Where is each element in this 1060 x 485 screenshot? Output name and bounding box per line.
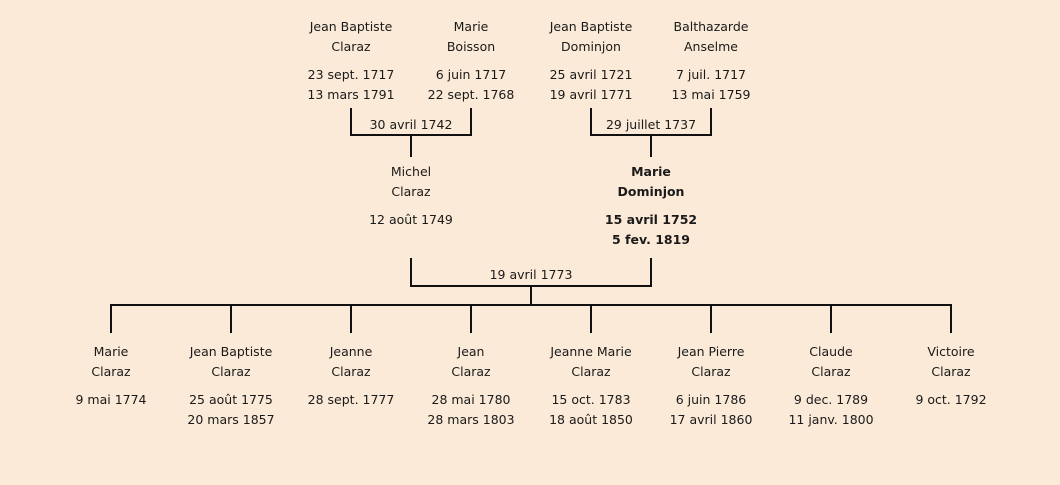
children-bar xyxy=(110,304,952,306)
birth-date: 28 sept. 1777 xyxy=(307,392,395,407)
last-name: Dominjon xyxy=(617,184,685,199)
first-name: Jean Baptiste xyxy=(309,19,393,34)
first-name: Jeanne xyxy=(329,344,373,359)
first-name: Jean Baptiste xyxy=(189,344,273,359)
connector-line xyxy=(590,304,592,333)
death-date: 11 janv. 1800 xyxy=(788,412,874,427)
connector-line xyxy=(350,108,352,136)
connector-line xyxy=(350,304,352,333)
death-date: 5 fev. 1819 xyxy=(612,232,690,247)
connector-line xyxy=(650,134,652,157)
birth-date: 15 oct. 1783 xyxy=(551,392,631,407)
birth-date: 9 mai 1774 xyxy=(75,392,147,407)
death-date: 19 avril 1771 xyxy=(549,87,633,102)
last-name: Dominjon xyxy=(561,39,621,54)
death-date: 20 mars 1857 xyxy=(187,412,275,427)
connector-line xyxy=(410,134,412,157)
death-date: 13 mai 1759 xyxy=(671,87,751,102)
connector-line xyxy=(710,304,712,333)
first-name: Jean Pierre xyxy=(677,344,745,359)
marriage-date: 30 avril 1742 xyxy=(369,117,453,132)
first-name: Jeanne Marie xyxy=(550,344,632,359)
connector-line xyxy=(410,258,412,287)
birth-date: 12 août 1749 xyxy=(369,212,453,227)
connector-line xyxy=(650,258,652,287)
death-date: 13 mars 1791 xyxy=(307,87,395,102)
connector-line xyxy=(470,304,472,333)
last-name: Anselme xyxy=(683,39,739,54)
last-name: Claraz xyxy=(331,39,371,54)
last-name: Claraz xyxy=(391,184,431,199)
marriage-date: 19 avril 1773 xyxy=(489,267,573,282)
birth-date: 9 dec. 1789 xyxy=(793,392,869,407)
connector-line xyxy=(530,285,532,306)
death-date: 17 avril 1860 xyxy=(669,412,753,427)
first-name: Jean xyxy=(457,344,485,359)
first-name: Marie xyxy=(453,19,489,34)
last-name: Claraz xyxy=(691,364,731,379)
connector-line xyxy=(830,304,832,333)
birth-date: 25 avril 1721 xyxy=(549,67,633,82)
first-name: Balthazarde xyxy=(673,19,749,34)
first-name: Marie xyxy=(631,164,671,179)
birth-date: 28 mai 1780 xyxy=(431,392,511,407)
marriage-date: 29 juillet 1737 xyxy=(605,117,697,132)
last-name: Claraz xyxy=(91,364,131,379)
last-name: Boisson xyxy=(446,39,496,54)
death-date: 28 mars 1803 xyxy=(427,412,515,427)
death-date: 18 août 1850 xyxy=(549,412,633,427)
connector-line xyxy=(110,304,112,333)
connector-line xyxy=(710,108,712,136)
first-name: Claude xyxy=(809,344,853,359)
last-name: Claraz xyxy=(331,364,371,379)
birth-date: 7 juil. 1717 xyxy=(675,67,747,82)
connector-line xyxy=(470,108,472,136)
first-name: Marie xyxy=(93,344,129,359)
last-name: Claraz xyxy=(571,364,611,379)
last-name: Claraz xyxy=(931,364,971,379)
connector-line xyxy=(230,304,232,333)
first-name: Michel xyxy=(390,164,432,179)
connector-line xyxy=(590,108,592,136)
birth-date: 25 août 1775 xyxy=(189,392,273,407)
connector-line xyxy=(950,304,952,333)
death-date: 22 sept. 1768 xyxy=(427,87,515,102)
birth-date: 6 juin 1786 xyxy=(675,392,747,407)
last-name: Claraz xyxy=(451,364,491,379)
first-name: Victoire xyxy=(927,344,975,359)
last-name: Claraz xyxy=(211,364,251,379)
birth-date: 9 oct. 1792 xyxy=(915,392,987,407)
birth-date: 23 sept. 1717 xyxy=(307,67,395,82)
first-name: Jean Baptiste xyxy=(549,19,633,34)
last-name: Claraz xyxy=(811,364,851,379)
birth-date: 15 avril 1752 xyxy=(604,212,698,227)
birth-date: 6 juin 1717 xyxy=(435,67,507,82)
